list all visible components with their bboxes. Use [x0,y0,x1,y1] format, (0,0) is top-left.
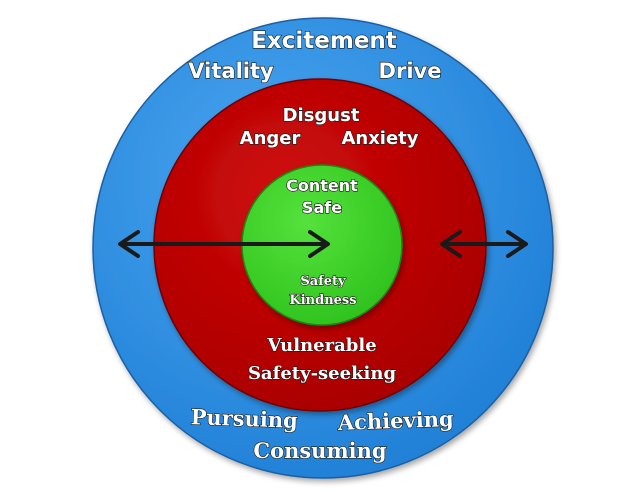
inner-label-content: Content [286,176,358,195]
middle-top-label: Disgust [283,105,360,126]
middle-bottom-label-1: Vulnerable [266,335,376,356]
outer-bottom-label: Consuming [253,438,387,463]
middle-left-label: Anger [240,128,301,149]
inner-label-kindness: Kindness [289,293,356,308]
outer-bottom-right-label: Achieving [336,406,454,435]
middle-bottom-label-2: Safety-seeking [248,363,397,384]
middle-right-label: Anxiety [341,128,418,149]
outer-top-label: Excitement [251,28,397,54]
inner-label-safety: Safety [300,274,346,289]
outer-right-label: Drive [379,59,442,83]
inner-label-safe: Safe [302,198,342,217]
outer-bottom-left-label: Pursuing [190,404,298,433]
short-double-arrow-icon [440,230,528,258]
outer-left-label: Vitality [188,59,274,83]
long-double-arrow-icon [118,230,330,258]
